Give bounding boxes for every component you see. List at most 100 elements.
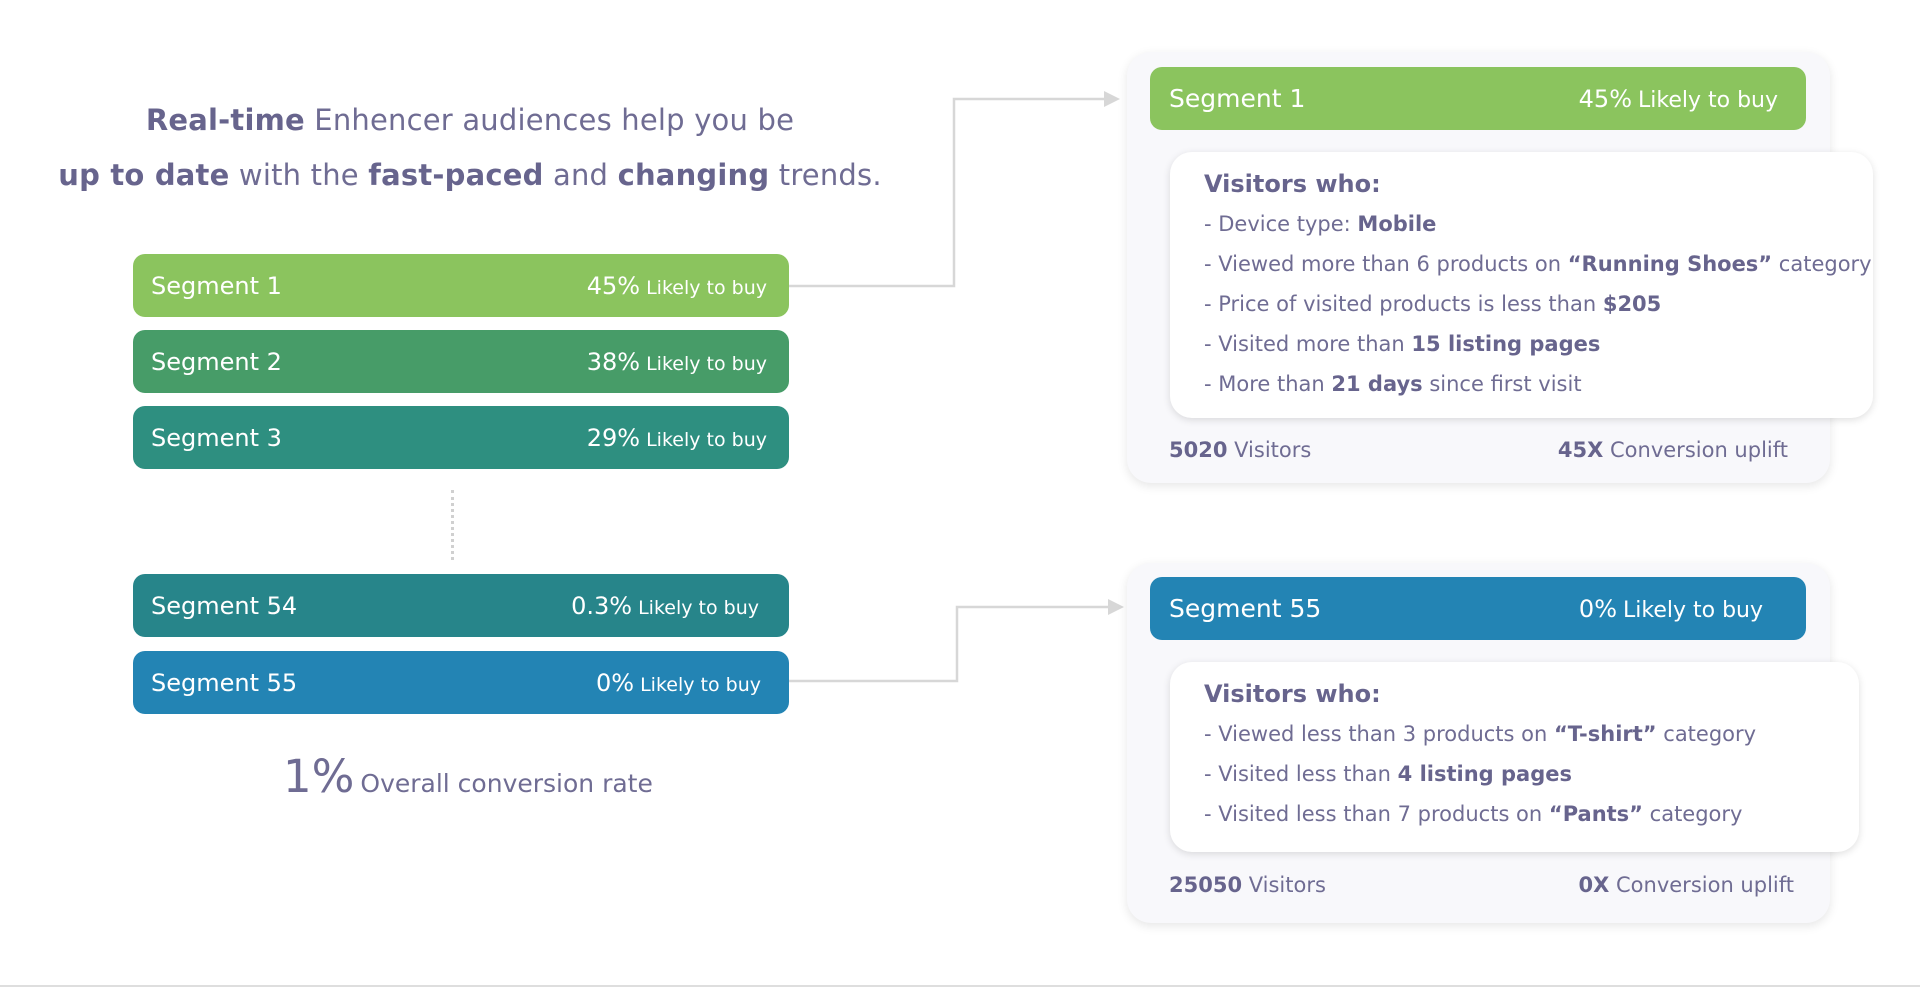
visitor-count: 5020 Visitors: [1169, 438, 1311, 462]
segment-percent: 38%: [586, 347, 641, 376]
segment-name: Segment 55: [1169, 594, 1322, 623]
segment-name: Segment 54: [151, 591, 298, 620]
segment-bar-2[interactable]: Segment 2 38%Likely to buy: [133, 330, 789, 393]
visitor-count: 25050 Visitors: [1169, 873, 1326, 897]
ellipsis-divider: [451, 490, 454, 560]
text-run: - More than: [1204, 372, 1332, 396]
connector-segment-1: [789, 97, 1110, 288]
conversion-uplift: 0X Conversion uplift: [1579, 873, 1794, 897]
arrowhead-segment-1: [1104, 91, 1120, 107]
criteria-item: - Viewed less than 3 products on “T-shir…: [1204, 714, 1835, 754]
segment-probability: 45%Likely to buy: [1579, 85, 1778, 113]
segment-percent: 0%: [596, 668, 635, 697]
text-run: category: [1772, 252, 1872, 276]
visitor-count-label: Visitors: [1248, 873, 1326, 897]
text-run: - Device type:: [1204, 212, 1358, 236]
emphasis-text: $205: [1602, 292, 1662, 316]
headline-line-2: up to date with the fast-paced and chang…: [40, 158, 900, 192]
segment-name: Segment 3: [151, 423, 282, 452]
conversion-uplift-value: 0X: [1578, 873, 1610, 897]
visitor-count-value: 5020: [1169, 438, 1228, 462]
segment-name: Segment 1: [151, 271, 282, 300]
emphasis-text: “T-shirt”: [1553, 722, 1657, 746]
likely-to-buy-label: Likely to buy: [646, 428, 767, 451]
criteria-item: - More than 21 days since first visit: [1204, 364, 1849, 404]
segment-percent: 45%: [1578, 84, 1632, 113]
text-run: Enhencer audiences help you be: [304, 103, 795, 137]
visitor-count-value: 25050: [1169, 873, 1243, 897]
segment-probability: 0.3%Likely to buy: [571, 592, 759, 620]
connector-segment-55: [789, 605, 1114, 683]
segment-probability: 0%Likely to buy: [1579, 595, 1763, 623]
visitors-criteria-box: Visitors who: - Device type: Mobile- Vie…: [1170, 152, 1873, 418]
text-run: with the: [229, 158, 369, 192]
likely-to-buy-label: Likely to buy: [646, 276, 767, 299]
emphasis-text: fast-paced: [368, 158, 544, 192]
emphasis-text: “Pants”: [1548, 802, 1643, 826]
overall-conversion-label: Overall conversion rate: [360, 769, 653, 798]
emphasis-text: changing: [617, 158, 770, 192]
overall-conversion: 1%Overall conversion rate: [283, 750, 653, 803]
card-segment-bar[interactable]: Segment 55 0%Likely to buy: [1150, 577, 1806, 640]
visitors-criteria-box: Visitors who: - Viewed less than 3 produ…: [1170, 662, 1859, 852]
segment-percent: 29%: [586, 423, 641, 452]
criteria-item: - Viewed more than 6 products on “Runnin…: [1204, 244, 1872, 284]
emphasis-text: up to date: [58, 158, 230, 192]
conversion-uplift: 45X Conversion uplift: [1558, 438, 1788, 462]
segment-bar-55[interactable]: Segment 55 0%Likely to buy: [133, 651, 789, 714]
criteria-item: - Visited less than 4 listing pages: [1204, 754, 1835, 794]
bottom-divider: [0, 985, 1920, 987]
criteria-list: - Viewed less than 3 products on “T-shir…: [1204, 714, 1835, 834]
arrowhead-segment-55: [1108, 599, 1124, 615]
emphasis-text: Real-time: [145, 103, 305, 137]
segment-bar-54[interactable]: Segment 54 0.3%Likely to buy: [133, 574, 789, 637]
segment-probability: 0%Likely to buy: [596, 669, 761, 697]
overall-conversion-value: 1%: [283, 750, 355, 803]
segment-probability: 45%Likely to buy: [587, 272, 767, 300]
criteria-item: - Visited less than 7 products on “Pants…: [1204, 794, 1835, 834]
criteria-item: - Visited more than 15 listing pages: [1204, 324, 1849, 364]
criteria-item: - Price of visited products is less than…: [1204, 284, 1849, 324]
text-run: - Visited more than: [1204, 332, 1412, 356]
segment-bar-1[interactable]: Segment 1 45%Likely to buy: [133, 254, 789, 317]
criteria-list: - Device type: Mobile- Viewed more than …: [1204, 204, 1872, 404]
likely-to-buy-label: Likely to buy: [1623, 597, 1763, 623]
likely-to-buy-label: Likely to buy: [638, 596, 759, 619]
likely-to-buy-label: Likely to buy: [646, 352, 767, 375]
visitor-count-label: Visitors: [1234, 438, 1312, 462]
card-segment-bar[interactable]: Segment 1 45%Likely to buy: [1150, 67, 1806, 130]
visitors-title: Visitors who:: [1204, 680, 1381, 708]
text-run: - Price of visited products is less than: [1204, 292, 1603, 316]
segment-name: Segment 55: [151, 668, 298, 697]
likely-to-buy-label: Likely to buy: [1638, 87, 1778, 113]
likely-to-buy-label: Likely to buy: [640, 673, 761, 696]
text-run: trends.: [769, 158, 882, 192]
segment-percent: 0.3%: [571, 591, 633, 620]
emphasis-text: 4 listing pages: [1397, 762, 1572, 786]
text-run: and: [543, 158, 618, 192]
conversion-uplift-value: 45X: [1557, 438, 1604, 462]
text-run: category: [1656, 722, 1757, 746]
segment-1-detail-card: Segment 1 45%Likely to buy Visitors who:…: [1127, 52, 1873, 483]
text-run: since first visit: [1422, 372, 1582, 396]
text-run: - Viewed less than 3 products on: [1204, 722, 1554, 746]
emphasis-text: 15 listing pages: [1411, 332, 1601, 356]
text-run: category: [1642, 802, 1743, 826]
headline-line-1: Real-time Enhencer audiences help you be: [40, 103, 900, 137]
segment-name: Segment 2: [151, 347, 282, 376]
segment-percent: 45%: [586, 271, 641, 300]
text-run: - Viewed more than 6 products on: [1204, 252, 1568, 276]
criteria-item: - Device type: Mobile: [1204, 204, 1849, 244]
segment-55-detail-card: Segment 55 0%Likely to buy Visitors who:…: [1127, 563, 1859, 923]
emphasis-text: 21 days: [1331, 372, 1423, 396]
emphasis-text: Mobile: [1357, 212, 1437, 236]
text-run: - Visited less than 7 products on: [1204, 802, 1549, 826]
segment-name: Segment 1: [1169, 84, 1306, 113]
conversion-uplift-label: Conversion uplift: [1616, 873, 1794, 897]
segment-probability: 38%Likely to buy: [587, 348, 767, 376]
segment-bar-3[interactable]: Segment 3 29%Likely to buy: [133, 406, 789, 469]
segment-probability: 29%Likely to buy: [587, 424, 767, 452]
emphasis-text: “Running Shoes”: [1567, 252, 1773, 276]
conversion-uplift-label: Conversion uplift: [1610, 438, 1788, 462]
